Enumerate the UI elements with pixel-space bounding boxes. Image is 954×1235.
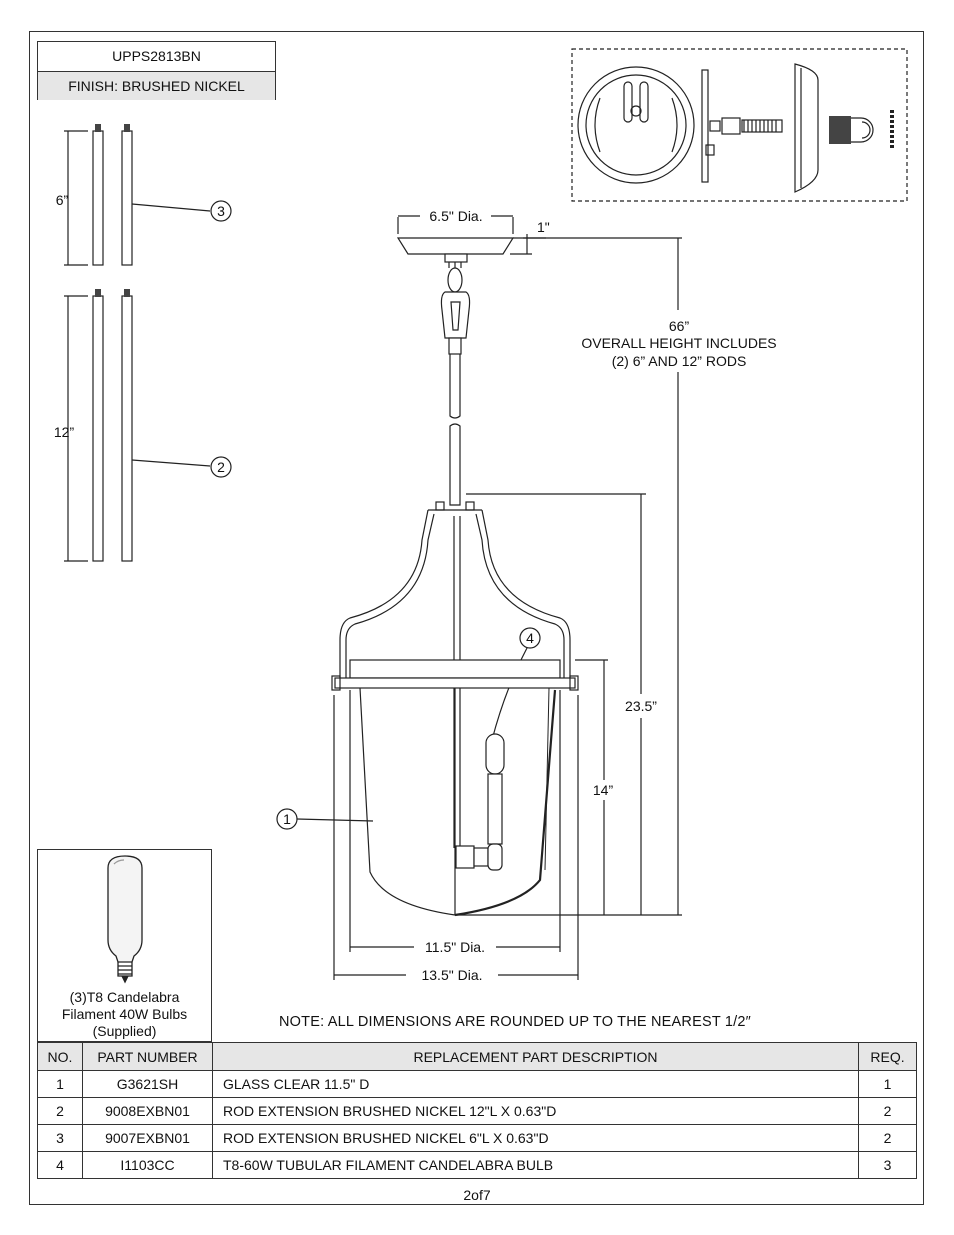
hanging-stem <box>440 267 471 506</box>
bulb-icon <box>107 855 143 984</box>
table-header-row: NO. PART NUMBER REPLACEMENT PART DESCRIP… <box>37 1042 917 1071</box>
cell-description: T8-60W TUBULAR FILAMENT CANDELABRA BULB <box>212 1151 859 1179</box>
page-frame <box>29 31 924 1205</box>
cell-req: 2 <box>858 1124 917 1152</box>
cell-description: ROD EXTENSION BRUSHED NICKEL 12"L X 0.63… <box>212 1097 859 1125</box>
header-req: REQ. <box>858 1042 917 1071</box>
cell-part-number: G3621SH <box>82 1070 213 1098</box>
callout-2: 2 <box>217 459 225 475</box>
rod-12-pair <box>64 289 211 562</box>
cell-no: 3 <box>37 1124 83 1152</box>
callout-1: 1 <box>283 811 291 827</box>
cell-req: 1 <box>858 1070 917 1098</box>
header-description: REPLACEMENT PART DESCRIPTION <box>212 1042 859 1071</box>
lantern-body <box>331 501 579 917</box>
parts-table: NO. PART NUMBER REPLACEMENT PART DESCRIP… <box>37 1042 917 1179</box>
body-height: 23.5” <box>625 698 657 714</box>
rod-12-dimension: 12” <box>54 424 75 440</box>
model-number: UPPS2813BN <box>38 42 275 72</box>
bulb-caption: (3)T8 Candelabra Filament 40W Bulbs (Sup… <box>38 989 211 1040</box>
callout-2-circle <box>210 456 232 478</box>
dimension-note: NOTE: ALL DIMENSIONS ARE ROUNDED UP TO T… <box>279 1014 751 1030</box>
glass-height: 14” <box>593 782 614 798</box>
bulb-caption-line-2: Filament 40W Bulbs <box>61 1006 188 1022</box>
rod-6-pair <box>64 124 211 266</box>
canopy <box>396 215 682 915</box>
table-row: 1 G3621SH GLASS CLEAR 11.5" D 1 <box>37 1070 917 1098</box>
cell-description: GLASS CLEAR 11.5" D <box>212 1070 859 1098</box>
cell-part-number: 9007EXBN01 <box>82 1124 213 1152</box>
overall-height-note-1: OVERALL HEIGHT INCLUDES <box>581 335 776 351</box>
cell-req: 2 <box>858 1097 917 1125</box>
page-number: 2of7 <box>463 1187 491 1203</box>
rod-6-dimension: 6” <box>56 192 69 208</box>
table-row: 3 9007EXBN01 ROD EXTENSION BRUSHED NICKE… <box>37 1124 917 1152</box>
cell-no: 4 <box>37 1151 83 1179</box>
finish-label: FINISH: BRUSHED NICKEL <box>38 72 275 100</box>
dimension-lines <box>333 493 682 980</box>
canopy-height: 1" <box>537 219 550 235</box>
mounting-hardware-inset <box>571 48 908 202</box>
model-box: UPPS2813BN FINISH: BRUSHED NICKEL <box>37 41 276 100</box>
overall-height: 66” <box>669 318 690 334</box>
header-no: NO. <box>37 1042 83 1071</box>
cell-no: 2 <box>37 1097 83 1125</box>
table-row: 2 9008EXBN01 ROD EXTENSION BRUSHED NICKE… <box>37 1097 917 1125</box>
callout-4-circle <box>519 627 541 649</box>
bulb-caption-line-1: (3)T8 Candelabra <box>69 989 180 1005</box>
callout-3: 3 <box>217 203 225 219</box>
bulb-box: (3)T8 Candelabra Filament 40W Bulbs (Sup… <box>37 849 212 1042</box>
header-part-number: PART NUMBER <box>82 1042 213 1071</box>
overall-height-note-2: (2) 6” AND 12” RODS <box>612 353 747 369</box>
cell-part-number: I1103CC <box>82 1151 213 1179</box>
bulb-caption-line-3: (Supplied) <box>92 1023 157 1039</box>
cell-description: ROD EXTENSION BRUSHED NICKEL 6"L X 0.63"… <box>212 1124 859 1152</box>
fixture-diameter: 13.5" Dia. <box>421 967 482 983</box>
cell-part-number: 9008EXBN01 <box>82 1097 213 1125</box>
cell-no: 1 <box>37 1070 83 1098</box>
table-row: 4 I1103CC T8-60W TUBULAR FILAMENT CANDEL… <box>37 1151 917 1179</box>
callout-3-circle <box>210 200 232 222</box>
glass-diameter: 11.5" Dia. <box>425 939 485 955</box>
canopy-diameter: 6.5" Dia. <box>429 208 482 224</box>
callout-4: 4 <box>526 630 534 646</box>
cell-req: 3 <box>858 1151 917 1179</box>
